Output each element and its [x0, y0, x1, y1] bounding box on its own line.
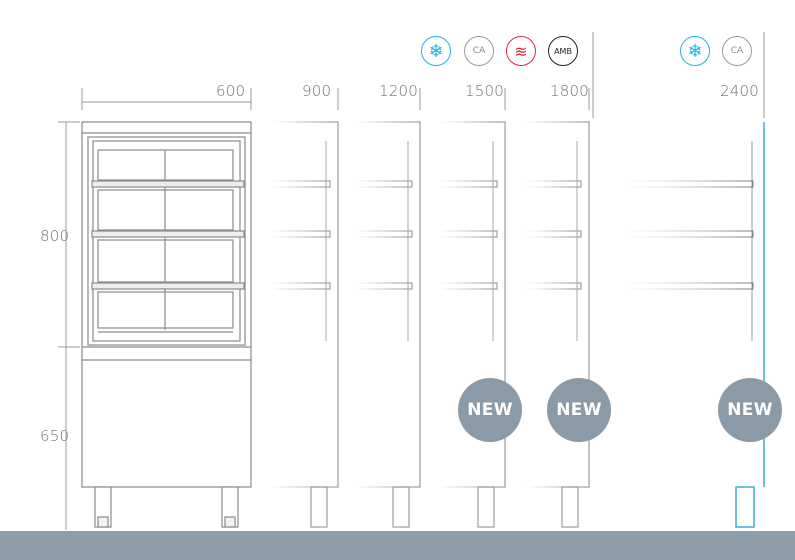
heat-icon: ≋ — [506, 36, 536, 66]
width-label-1200: 1200 — [379, 82, 418, 100]
amb-icon: AMB — [548, 36, 578, 66]
new-badge: NEW — [547, 378, 611, 442]
ca-icon: CA — [722, 36, 752, 66]
snowflake-icon: ❄ — [680, 36, 710, 66]
height-label-lower: 650 — [40, 427, 70, 445]
new-badge: NEW — [458, 378, 522, 442]
width-label-1500: 1500 — [465, 82, 504, 100]
floor-bar — [0, 531, 795, 560]
cabinet-1200 — [355, 121, 421, 528]
width-label-2400: 2400 — [720, 82, 759, 100]
height-label-upper: 800 — [40, 227, 70, 245]
cabinet-1500 — [439, 121, 506, 528]
new-badge: NEW — [718, 378, 782, 442]
cabinet-2400 — [624, 121, 765, 528]
width-label-900: 900 — [302, 82, 332, 100]
snowflake-icon: ❄ — [421, 36, 451, 66]
width-label-600: 600 — [216, 82, 246, 100]
cabinet-600 — [81, 121, 252, 528]
width-label-1800: 1800 — [550, 82, 589, 100]
cabinet-1800 — [525, 121, 590, 528]
ca-icon: CA — [464, 36, 494, 66]
cabinet-900 — [271, 121, 339, 528]
